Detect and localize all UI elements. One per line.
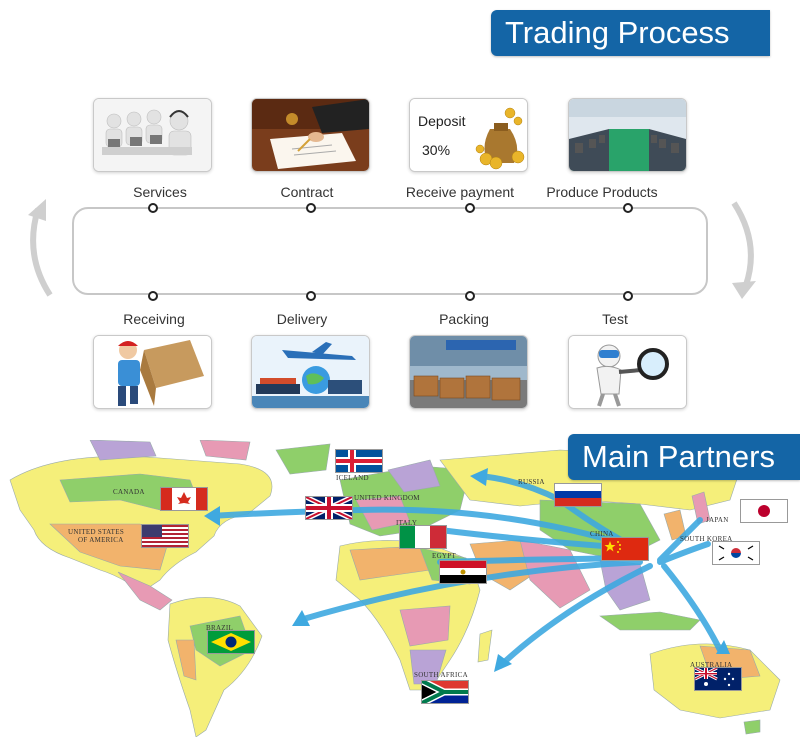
- step-produce-products: Produce Products: [546, 184, 658, 200]
- iceland-flag-icon: [335, 449, 383, 473]
- usa-flag-icon: [141, 524, 189, 548]
- curved-arrow-down-icon: [731, 201, 756, 299]
- trading-process-banner: Trading Process: [491, 10, 770, 56]
- country-label-uk: UNITED KINGDOM: [354, 494, 420, 502]
- receive-payment-image: Deposit 30%: [409, 98, 528, 172]
- country-label-japan: JAPAN: [706, 516, 729, 524]
- step-dot: [306, 203, 316, 213]
- country-label-china: CHINA: [590, 530, 614, 538]
- country-label-usa: UNITED STATES: [68, 528, 125, 536]
- step-delivery: Delivery: [276, 311, 328, 327]
- brazil-flag-icon: [207, 630, 255, 654]
- deposit-label: Deposit: [418, 113, 466, 129]
- country-label-south-korea: SOUTH KOREA: [680, 535, 733, 543]
- step-dot: [623, 203, 633, 213]
- step-test: Test: [602, 311, 628, 327]
- process-loop: [72, 207, 708, 295]
- step-dot: [306, 291, 316, 301]
- step-dot: [623, 291, 633, 301]
- deposit-percent: 30%: [422, 142, 450, 158]
- china-flag-icon: [601, 537, 649, 561]
- services-image: [93, 98, 212, 172]
- italy-flag-icon: [399, 525, 447, 549]
- country-label-egypt: EGYPT: [432, 552, 457, 560]
- egypt-flag-icon: [439, 560, 487, 584]
- country-label-australia: AUSTRALIA: [690, 661, 733, 669]
- country-label-iceland: ICELAND: [336, 474, 369, 482]
- russia-flag-icon: [554, 483, 602, 507]
- step-receiving: Receiving: [123, 311, 185, 327]
- produce-products-image: [568, 98, 687, 172]
- receiving-image: [93, 335, 212, 409]
- contract-image: [251, 98, 370, 172]
- country-label-south-africa: SOUTH AFRICA: [414, 671, 468, 679]
- test-image: [568, 335, 687, 409]
- south-africa-flag-icon: [421, 680, 469, 704]
- main-partners-banner: Main Partners: [568, 434, 800, 480]
- canada-flag-icon: [160, 487, 208, 511]
- step-packing: Packing: [439, 311, 489, 327]
- step-dot: [465, 291, 475, 301]
- step-dot: [465, 203, 475, 213]
- curved-arrow-up-icon: [28, 199, 53, 297]
- step-services: Services: [133, 184, 187, 200]
- country-label-italy: ITALY: [396, 519, 418, 527]
- step-contract: Contract: [280, 184, 334, 200]
- step-dot: [148, 291, 158, 301]
- uk-flag-icon: [305, 496, 353, 520]
- australia-flag-icon: [694, 667, 742, 691]
- country-label-brazil: BRAZIL: [206, 624, 234, 632]
- delivery-image: [251, 335, 370, 409]
- step-receive-payment: Receive payment: [405, 184, 515, 200]
- south-korea-flag-icon: [712, 541, 760, 565]
- step-dot: [148, 203, 158, 213]
- country-label-usa-line2: OF AMERICA: [78, 536, 124, 544]
- country-label-canada: CANADA: [113, 488, 145, 496]
- country-label-russia: RUSSIA: [518, 478, 545, 486]
- packing-image: [409, 335, 528, 409]
- japan-flag-icon: [740, 499, 788, 523]
- world-map: [0, 440, 800, 737]
